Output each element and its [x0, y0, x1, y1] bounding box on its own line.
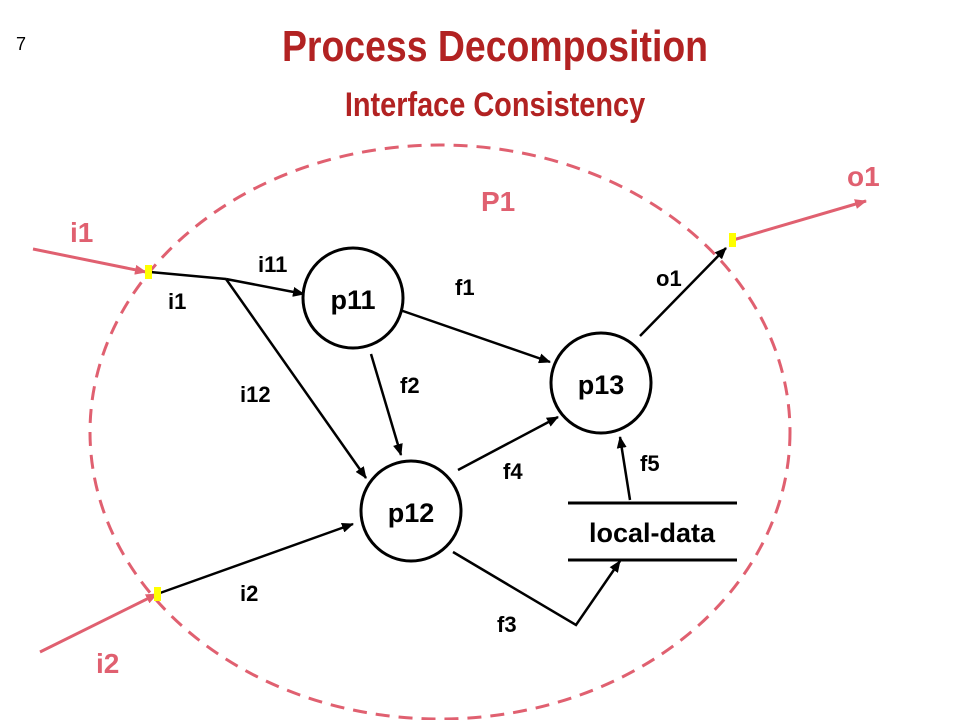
flow-label-i1: i1: [168, 289, 186, 314]
external-flow-i2: [39, 592, 158, 654]
flow-i2: [159, 522, 354, 595]
flow-o1: [639, 247, 727, 337]
external-label-i2: i2: [96, 648, 119, 679]
page-subtitle: Interface Consistency: [344, 86, 646, 124]
flow-label-f1: f1: [455, 275, 475, 300]
flow-f5: [616, 436, 632, 501]
parent-process-label: P1: [481, 186, 515, 217]
process-label-p11: p11: [330, 285, 375, 315]
external-flow-o1: [732, 199, 867, 242]
process-p11: [301, 246, 405, 350]
external-label-i1: i1: [70, 217, 93, 248]
slide-number: 7: [16, 34, 27, 54]
parent-process-boundary: [88, 143, 792, 720]
flow-label-f5: f5: [640, 451, 660, 476]
external-label-o1: o1: [847, 161, 880, 192]
external-flow-i1: [32, 247, 147, 275]
flow-i11: [225, 277, 305, 297]
flow-f4: [457, 415, 559, 472]
page-title: Process Decomposition: [281, 22, 709, 71]
port-o1: [729, 233, 736, 247]
process-label-p12: p12: [388, 498, 435, 528]
flow-label-i12: i12: [240, 382, 271, 407]
store-label: local-data: [589, 518, 716, 548]
process-p13: [549, 331, 653, 435]
flow-f1: [399, 308, 551, 364]
flow-label-f2: f2: [400, 373, 420, 398]
process-label-p13: p13: [578, 370, 625, 400]
flow-label-i2: i2: [240, 581, 258, 606]
flow-i12: [224, 278, 368, 479]
flow-f3: [452, 550, 622, 627]
port-i2: [154, 587, 161, 601]
port-i1: [145, 265, 152, 279]
flow-label-i11: i11: [258, 252, 287, 277]
flow-label-f4: f4: [503, 459, 523, 484]
flow-f2: [369, 353, 403, 456]
process-p12: [359, 459, 463, 563]
flow-label-f3: f3: [497, 612, 517, 637]
flow-i1: [149, 270, 227, 281]
flow-label-o1: o1: [656, 266, 682, 291]
